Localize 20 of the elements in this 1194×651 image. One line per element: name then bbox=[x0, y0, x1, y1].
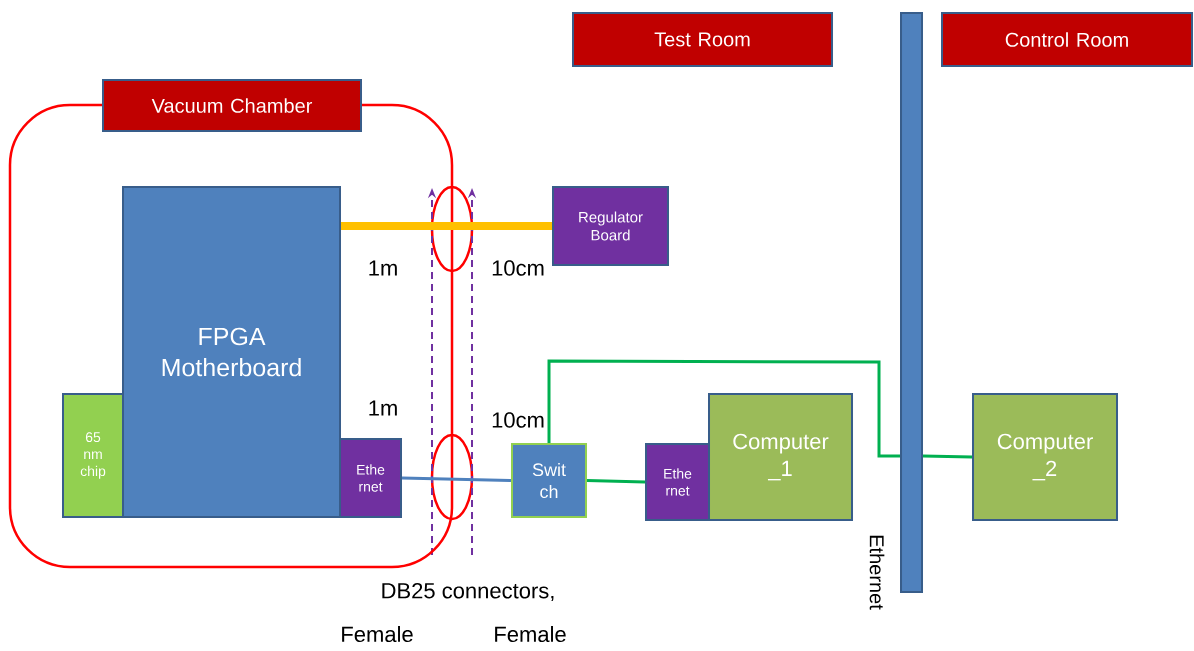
text-label: 10cm bbox=[492, 260, 544, 276]
bus-label: Ethernet bbox=[869, 535, 885, 610]
text-label: 10cm bbox=[492, 412, 544, 428]
text-label: Female bbox=[495, 625, 566, 643]
motherboard-box: FPGA Motherboard bbox=[122, 186, 341, 518]
text-label: Female bbox=[342, 625, 413, 643]
room-label: Control Room bbox=[941, 12, 1193, 67]
regulator-box: Regulator Board bbox=[552, 186, 669, 266]
ethernet-bus-bar bbox=[900, 12, 923, 593]
text-label: 1m bbox=[369, 400, 397, 416]
ethernet-port-box: Ethe rnet bbox=[645, 443, 710, 521]
text-label: 1m bbox=[369, 260, 397, 276]
chip-box: 65 nm chip bbox=[62, 393, 124, 518]
ethernet-port-box: Ethe rnet bbox=[339, 438, 402, 518]
computer-box: Computer _2 bbox=[972, 393, 1118, 521]
computer-box: Computer _1 bbox=[708, 393, 853, 521]
text-label: DB25 connectors, bbox=[382, 582, 554, 602]
room-label: Test Room bbox=[572, 12, 833, 67]
switch-box: Swit ch bbox=[511, 443, 587, 518]
chamber-label: Vacuum Chamber bbox=[102, 79, 362, 132]
